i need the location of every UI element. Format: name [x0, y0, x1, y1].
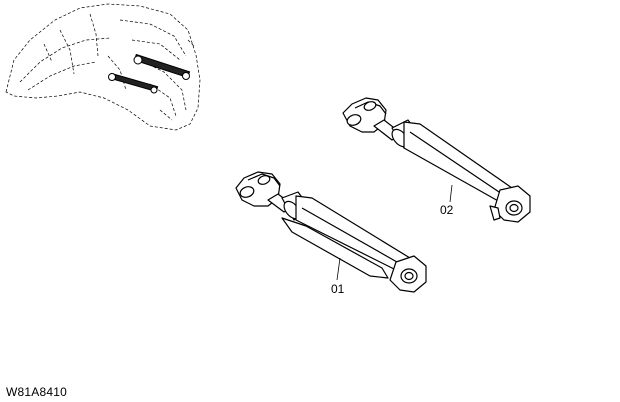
callout-01: 01 [331, 282, 345, 296]
drawing-code: W81A8410 [6, 385, 67, 399]
callout-02: 02 [440, 203, 454, 217]
overview-cylinders [108, 53, 191, 94]
cylinder-01-drawing [235, 171, 427, 293]
machine-overview-illustration [5, 3, 201, 131]
cylinder-02-drawing [342, 97, 531, 223]
